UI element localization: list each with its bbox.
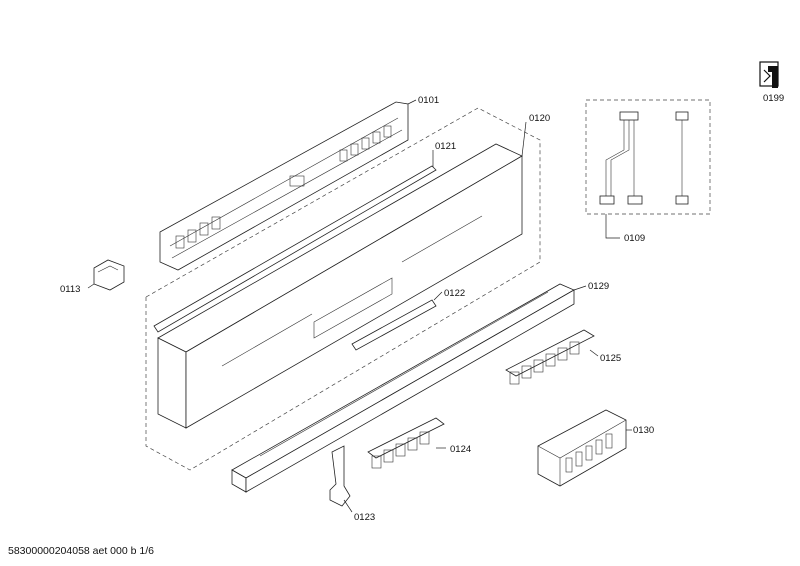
label-0130: 0130 bbox=[633, 425, 654, 436]
part-rail bbox=[231, 283, 587, 493]
label-0199: 0199 bbox=[763, 93, 784, 104]
wrench-screen-icon bbox=[759, 61, 779, 88]
label-0122: 0122 bbox=[444, 288, 465, 299]
label-0109: 0109 bbox=[624, 233, 645, 244]
part-latch bbox=[329, 445, 353, 513]
part-connector-strip-lower bbox=[367, 417, 446, 469]
part-connector-strip-upper bbox=[505, 329, 599, 385]
part-small-bar bbox=[351, 291, 443, 351]
label-0113: 0113 bbox=[60, 284, 80, 295]
label-0123: 0123 bbox=[354, 512, 375, 523]
part-strip bbox=[153, 150, 437, 333]
label-0124: 0124 bbox=[450, 444, 471, 455]
part-control-panel bbox=[157, 121, 527, 429]
part-cable-harness bbox=[599, 111, 689, 239]
part-electronic-module bbox=[159, 99, 417, 271]
part-clip bbox=[87, 259, 125, 291]
label-0121: 0121 bbox=[435, 141, 456, 152]
assembly-boundary-0120 bbox=[145, 107, 541, 471]
label-0101: 0101 bbox=[418, 95, 439, 106]
label-0129: 0129 bbox=[588, 281, 609, 292]
label-0125: 0125 bbox=[600, 353, 621, 364]
document-id: 58300000204058 aet 000 b 1/6 bbox=[8, 545, 154, 557]
label-0120: 0120 bbox=[529, 113, 550, 124]
part-connector-housing bbox=[537, 409, 632, 487]
